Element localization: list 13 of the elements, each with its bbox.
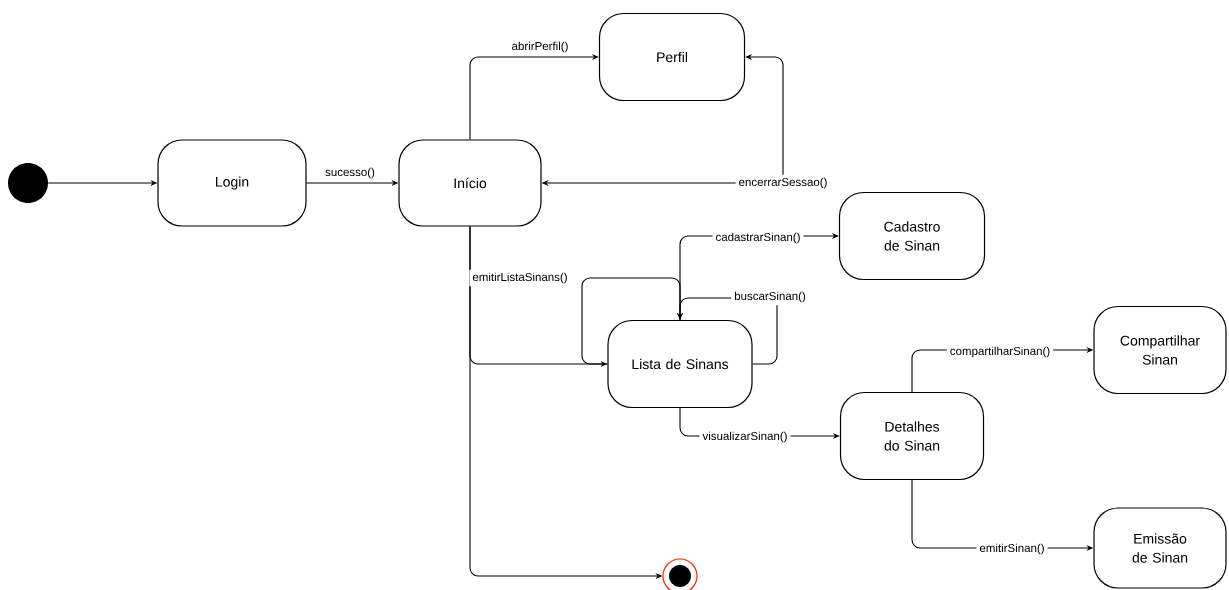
state-box: Início <box>398 139 542 227</box>
state-box: Cadastro de Sinan <box>838 191 986 281</box>
state-box: Lista de Sinans <box>607 319 753 409</box>
edge-label: sucesso() <box>325 167 375 179</box>
state-box: Compartilhar Sinan <box>1093 305 1227 395</box>
arrow <box>469 53 599 140</box>
state-box: Login <box>157 139 307 227</box>
edge-label: abrirPerfil() <box>512 41 568 53</box>
state-box: Detalhes do Sinan <box>839 391 985 481</box>
initial-state <box>8 163 48 203</box>
state-box: Perfil <box>598 12 746 102</box>
state-box: Emissão de Sinan <box>1093 507 1227 589</box>
final-state <box>662 558 698 590</box>
